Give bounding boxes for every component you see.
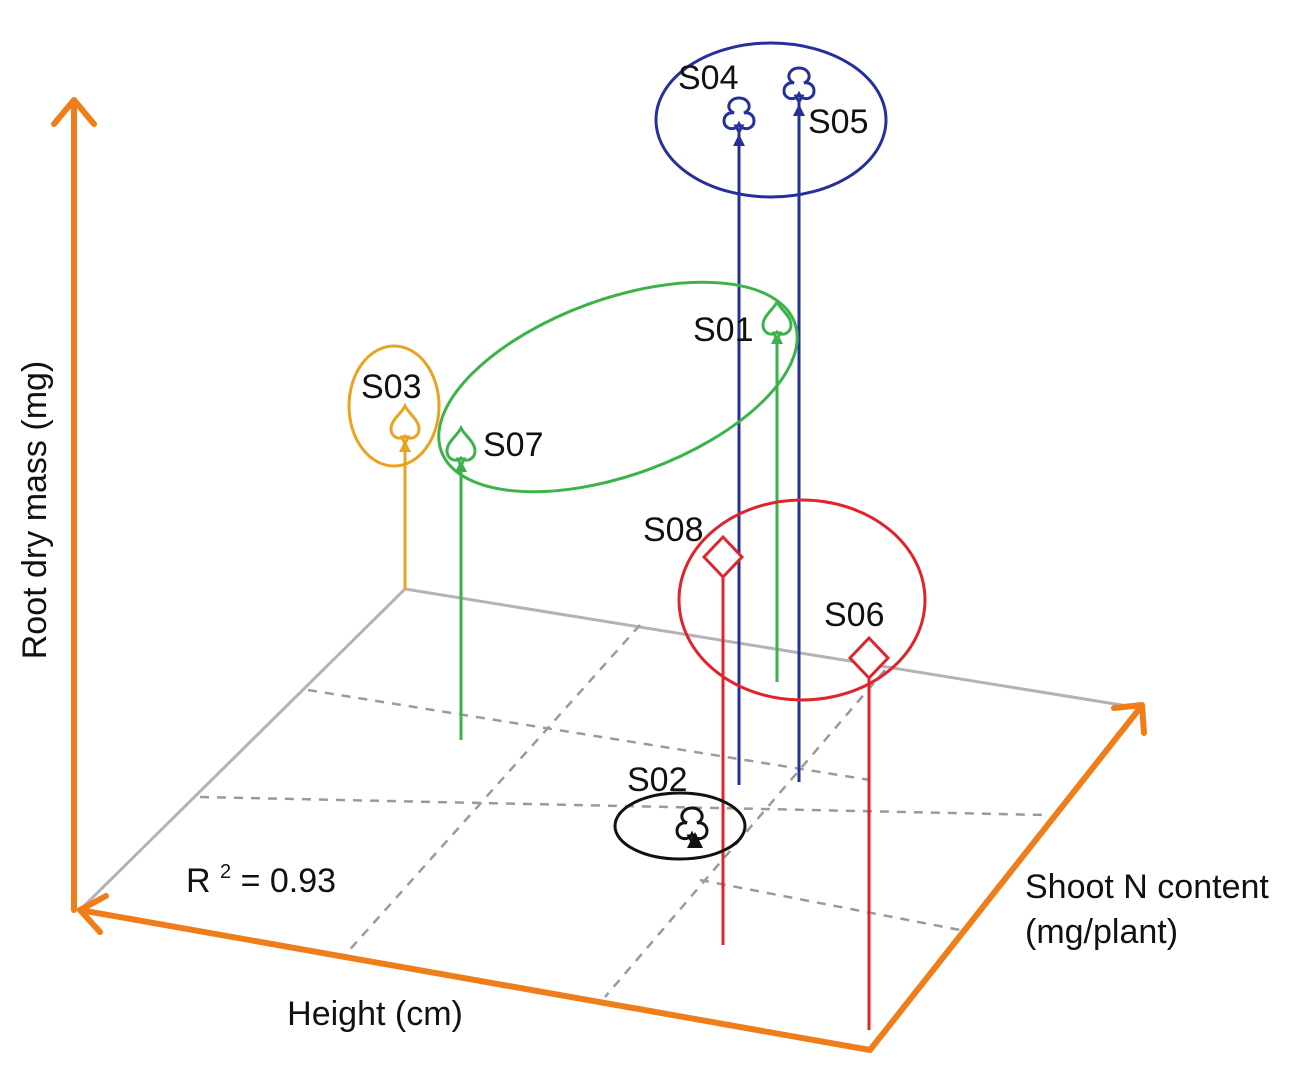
point-symbols xyxy=(389,66,890,848)
r-squared-base: R xyxy=(186,862,211,900)
group-ellipses xyxy=(347,41,927,861)
point-label-S05: S05 xyxy=(808,103,869,141)
group-ellipse-orange xyxy=(347,344,441,468)
x-axis-line xyxy=(77,907,873,1053)
point-S08-diamond-icon xyxy=(702,535,744,579)
y-axis-line xyxy=(867,705,1143,1053)
point-label-S03: S03 xyxy=(361,368,422,406)
point-S05-club-icon xyxy=(782,66,816,104)
point-S02-marker xyxy=(687,832,703,848)
sample-labels: S04 S05 S01 S07 S03 S08 S06 S02 xyxy=(361,59,885,799)
group-ellipse-green xyxy=(437,280,799,494)
gridline-1 xyxy=(307,688,871,782)
point-label-S07: S07 xyxy=(483,426,544,464)
point-label-S02: S02 xyxy=(627,761,688,799)
z-axis-arrowhead xyxy=(51,97,97,127)
stems xyxy=(403,103,871,1030)
gridline-3 xyxy=(344,624,641,956)
stem-arrowhead-S03 xyxy=(399,440,411,452)
point-label-S08: S08 xyxy=(643,511,704,549)
y-axis-title-line-1: Shoot N content xyxy=(1025,868,1269,906)
x-axis-title: Height (cm) xyxy=(287,995,463,1033)
point-label-S04: S04 xyxy=(678,59,739,97)
group-ellipse-red xyxy=(677,498,927,702)
x-axis-arrowhead xyxy=(77,893,109,935)
y-axis-arrowhead xyxy=(1111,702,1147,736)
floor-gridlines xyxy=(199,624,1046,998)
r-squared-annotation: R 2 = 0.93 xyxy=(186,848,336,900)
y-axis-title-line-2: (mg/plant) xyxy=(1025,913,1178,951)
stem-arrowhead-S04 xyxy=(733,134,745,146)
floor-edge-back-right xyxy=(404,587,1141,710)
r-squared-superscript: 2 xyxy=(220,861,231,883)
r-squared-value: = 0.93 xyxy=(241,862,336,900)
z-axis-title: Root dry mass (mg) xyxy=(16,361,54,660)
point-S02-club-icon xyxy=(675,806,709,844)
gridline-2 xyxy=(199,795,1046,817)
gridline-4 xyxy=(604,669,886,998)
y-axis-title: Shoot N content (mg/plant) xyxy=(1025,868,1278,951)
stem-arrowhead-S05 xyxy=(793,104,805,116)
point-S03-spade-icon xyxy=(389,404,421,446)
gridline-5 xyxy=(699,878,961,932)
point-label-S06: S06 xyxy=(824,596,885,634)
point-label-S01: S01 xyxy=(693,311,754,349)
point-S07-spade-icon xyxy=(445,426,477,468)
group-ellipse-black xyxy=(613,791,747,861)
point-S04-club-icon xyxy=(722,96,756,134)
group-ellipse-blue xyxy=(654,41,888,199)
axes xyxy=(51,97,1147,1053)
floor-plane xyxy=(78,587,1141,998)
floor-edge-back-left xyxy=(78,587,407,912)
